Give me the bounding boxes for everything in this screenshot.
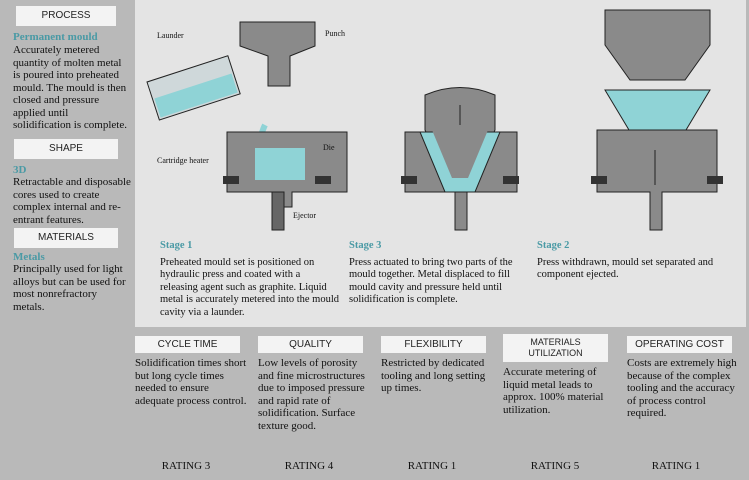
process-text: Accurately metered quantity of molten me… xyxy=(13,44,127,131)
stage-title: Stage 3 xyxy=(349,240,382,251)
materials-subtitle: Metals xyxy=(13,251,45,263)
stage-text: Preheated mould set is positioned on hyd… xyxy=(160,256,340,318)
ejector-label: Ejector xyxy=(293,211,316,220)
criterion-cycle-time: CYCLE TIME Solidification times short but… xyxy=(135,336,247,407)
criterion-header: QUALITY xyxy=(258,336,363,353)
punch xyxy=(239,21,316,87)
stage-3: Stage 3 Press actuated to bring two parts… xyxy=(349,240,524,307)
process-diagram: Launder Punch Die Cartridge heater Eject… xyxy=(146,9,723,231)
stage-text: Press withdrawn, mould set separated and… xyxy=(537,256,714,281)
materials-text: Principally used for light alloys but ca… xyxy=(13,263,126,313)
criterion-header: CYCLE TIME xyxy=(135,336,240,353)
ejector xyxy=(271,191,285,231)
stage-2: Stage 2 Press withdrawn, mould set separa… xyxy=(537,240,717,282)
criterion-text: Restricted by dedicated tooling and long… xyxy=(381,357,486,394)
shape-text: Retractable and disposable cores used to… xyxy=(13,176,131,226)
process-diagram-panel: Launder Punch Die Cartridge heater Eject… xyxy=(135,0,746,327)
stage-1: Stage 1 Preheated mould set is positioned… xyxy=(160,240,340,319)
criterion-header: FLEXIBILITY xyxy=(381,336,486,353)
launder-label: Launder xyxy=(157,31,184,40)
stage-text: Press actuated to bring two parts of the… xyxy=(349,256,513,306)
process-subtitle: Permanent mould xyxy=(13,31,98,43)
process-header: PROCESS xyxy=(16,6,116,26)
criterion-text: Costs are extremely high because of the … xyxy=(627,357,737,419)
shape-subtitle: 3D xyxy=(13,164,27,176)
rating-flexibility: RATING 1 xyxy=(407,460,457,472)
cartridge-heater-label: Cartridge heater xyxy=(157,156,209,165)
criterion-text: Solidification times short but long cycl… xyxy=(135,357,247,407)
stage-title: Stage 2 xyxy=(537,240,570,251)
criterion-materials-utilization: MATERIALS UTILIZATION Accurate metering o… xyxy=(503,334,615,416)
criterion-header: OPERATING COST xyxy=(627,336,732,353)
criterion-operating-cost: OPERATING COST Costs are extremely high b… xyxy=(627,336,739,420)
die-label: Die xyxy=(323,143,335,152)
rating-operating-cost: RATING 1 xyxy=(651,460,701,472)
stage-title: Stage 1 xyxy=(160,240,193,251)
criterion-text: Accurate metering of liquid metal leads … xyxy=(503,366,604,416)
punch-label: Punch xyxy=(325,29,345,38)
rating-quality: RATING 4 xyxy=(284,460,334,472)
materials-header: MATERIALS xyxy=(14,228,118,248)
criterion-header: MATERIALS UTILIZATION xyxy=(503,334,608,362)
shape-header: SHAPE xyxy=(14,139,118,159)
criterion-flexibility: FLEXIBILITY Restricted by dedicated tooli… xyxy=(381,336,493,395)
rating-materials-utilization: RATING 5 xyxy=(530,460,580,472)
criterion-quality: QUALITY Low levels of porosity and fine m… xyxy=(258,336,370,432)
launder xyxy=(146,55,241,121)
criterion-text: Low levels of porosity and fine microstr… xyxy=(258,357,365,432)
rating-cycle-time: RATING 3 xyxy=(161,460,211,472)
